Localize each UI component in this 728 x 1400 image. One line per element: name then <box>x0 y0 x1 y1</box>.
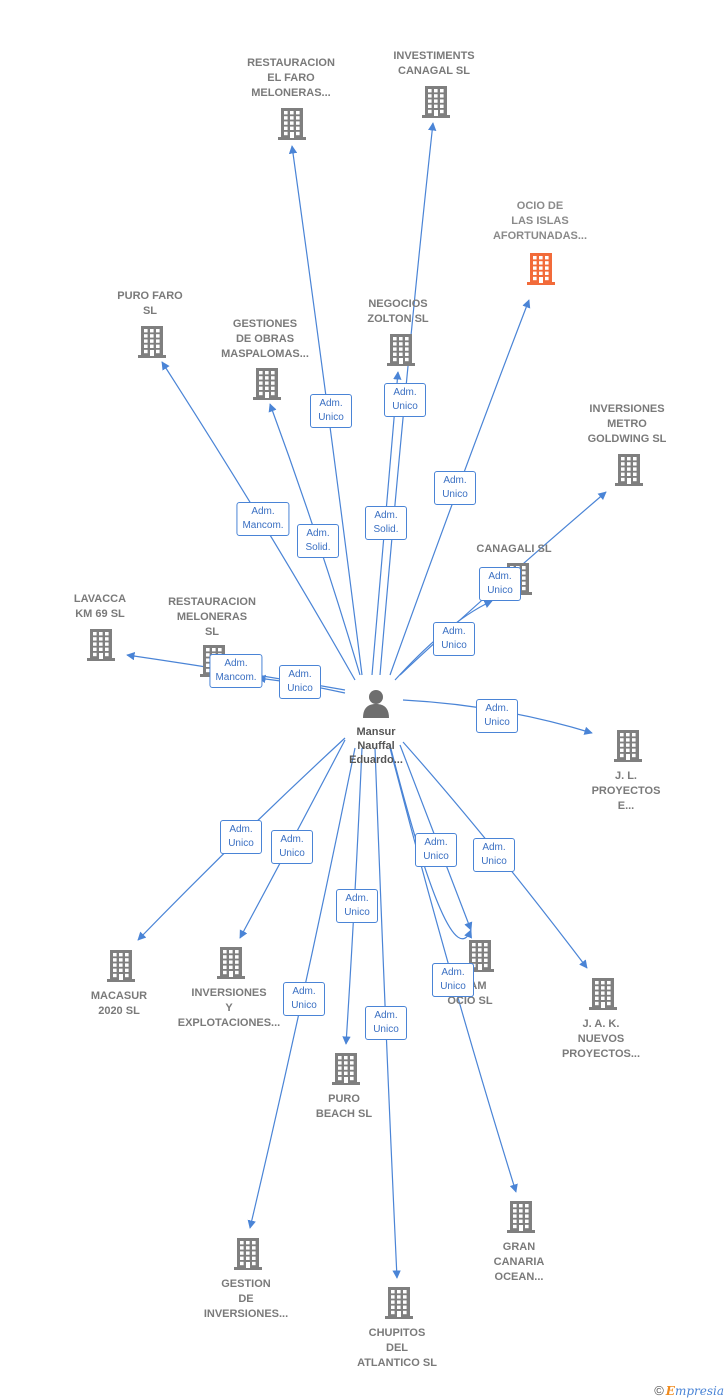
relation-label[interactable]: Adm. Unico <box>310 394 352 428</box>
relation-label[interactable]: Adm. Mancom. <box>236 502 290 536</box>
person-icon <box>363 690 389 718</box>
company-node-gestiones-obras[interactable]: GESTIONES DE OBRAS MASPALOMAS... <box>195 317 335 362</box>
relation-label[interactable]: Adm. Unico <box>415 833 457 867</box>
relation-label[interactable]: Adm. Solid. <box>365 506 407 540</box>
relation-label[interactable]: Adm. Unico <box>336 889 378 923</box>
company-label: INVERSIONES Y EXPLOTACIONES... <box>177 987 281 1029</box>
company-label: CANAGALI SL <box>476 543 552 555</box>
company-label: PURO BEACH SL <box>315 1093 373 1120</box>
company-label: MACASUR 2020 SL <box>90 990 148 1017</box>
company-node-inversiones-metro[interactable]: INVERSIONES METRO GOLDWING SL <box>557 402 697 447</box>
company-label: GRAN CANARIA OCEAN... <box>493 1241 545 1283</box>
building-icon[interactable] <box>385 332 417 371</box>
company-node-puro-faro[interactable]: PURO FARO SL <box>80 289 220 319</box>
building-icon[interactable] <box>464 938 496 977</box>
building-icon[interactable] <box>232 1236 264 1275</box>
building-icon[interactable] <box>612 728 644 767</box>
relation-label[interactable]: Adm. Unico <box>283 982 325 1016</box>
company-node-lavacca[interactable]: LAVACCA KM 69 SL <box>30 592 170 622</box>
company-node-restauracion-el-faro[interactable]: RESTAURACION EL FARO MELONERAS... <box>221 56 361 101</box>
relation-edge-kham-ocio <box>389 744 472 940</box>
company-label: J. L. PROYECTOS E... <box>591 770 661 812</box>
company-label: NEGOCIOS ZOLTON SL <box>367 298 429 325</box>
building-icon[interactable] <box>505 1199 537 1238</box>
company-label: RESTAURACION EL FARO MELONERAS... <box>247 57 335 99</box>
brand-initial: E <box>665 1384 675 1398</box>
company-node-ocio-islas[interactable]: OCIO DE LAS ISLAS AFORTUNADAS... <box>470 199 610 244</box>
relation-label[interactable]: Adm. Unico <box>476 699 518 733</box>
company-node-gestion-inversiones[interactable]: GESTION DE INVERSIONES... <box>176 1277 316 1322</box>
relation-label[interactable]: Adm. Unico <box>473 838 515 872</box>
company-node-jak-nuevos[interactable]: J. A. K. NUEVOS PROYECTOS... <box>531 1017 671 1062</box>
company-label: GESTION DE INVERSIONES... <box>203 1278 289 1320</box>
company-label: OCIO DE LAS ISLAS AFORTUNADAS... <box>492 200 588 242</box>
person-name: Mansur Nauffal Eduardo... <box>349 726 403 766</box>
relation-label[interactable]: Adm. Unico <box>434 471 476 505</box>
building-icon[interactable] <box>136 324 168 363</box>
copyright-symbol: © <box>654 1383 664 1398</box>
relation-label[interactable]: Adm. Unico <box>479 567 521 601</box>
company-node-puro-beach[interactable]: PURO BEACH SL <box>274 1092 414 1122</box>
building-icon[interactable] <box>383 1285 415 1324</box>
relation-label[interactable]: Adm. Unico <box>220 820 262 854</box>
company-node-gran-canaria-ocean[interactable]: GRAN CANARIA OCEAN... <box>449 1240 589 1285</box>
relation-label[interactable]: Adm. Mancom. <box>209 654 263 688</box>
company-label: RESTAURACION MELONERAS SL <box>168 596 256 638</box>
brand-footer: ©Empresia <box>654 1383 724 1398</box>
relation-label[interactable]: Adm. Unico <box>433 622 475 656</box>
company-node-negocios-zolton[interactable]: NEGOCIOS ZOLTON SL <box>328 297 468 327</box>
relation-label[interactable]: Adm. Unico <box>432 963 474 997</box>
company-node-canagali[interactable]: CANAGALI SL <box>444 542 584 557</box>
company-label: CHUPITOS DEL ATLANTICO SL <box>357 1327 437 1369</box>
company-node-chupitos-atlantico[interactable]: CHUPITOS DEL ATLANTICO SL <box>327 1326 467 1371</box>
relation-label[interactable]: Adm. Solid. <box>297 524 339 558</box>
building-icon[interactable] <box>85 627 117 666</box>
company-node-investiments-canagal[interactable]: INVESTIMENTS CANAGAL SL <box>364 49 504 79</box>
building-icon[interactable] <box>587 976 619 1015</box>
company-node-inversiones-explotaciones[interactable]: INVERSIONES Y EXPLOTACIONES... <box>159 986 299 1031</box>
person-node[interactable]: Mansur Nauffal Eduardo... <box>330 688 422 767</box>
brand-name: mpresia <box>674 1384 724 1398</box>
building-icon[interactable] <box>420 84 452 123</box>
company-label: LAVACCA KM 69 SL <box>73 593 127 620</box>
company-node-macasur[interactable]: MACASUR 2020 SL <box>49 989 189 1019</box>
relation-label[interactable]: Adm. Unico <box>365 1006 407 1040</box>
building-icon[interactable] <box>276 106 308 145</box>
company-node-restauracion-meloneras[interactable]: RESTAURACION MELONERAS SL <box>142 595 282 640</box>
relation-label[interactable]: Adm. Unico <box>279 665 321 699</box>
company-label: INVERSIONES METRO GOLDWING SL <box>587 403 667 445</box>
company-label: PURO FARO SL <box>117 290 183 317</box>
building-icon[interactable] <box>215 945 247 984</box>
relation-label[interactable]: Adm. Unico <box>384 383 426 417</box>
relation-label[interactable]: Adm. Unico <box>271 830 313 864</box>
company-label: INVESTIMENTS CANAGAL SL <box>393 50 475 77</box>
company-label: J. A. K. NUEVOS PROYECTOS... <box>561 1018 641 1060</box>
building-icon[interactable] <box>105 948 137 987</box>
building-icon[interactable] <box>251 366 283 405</box>
building-icon[interactable] <box>330 1051 362 1090</box>
building-icon[interactable] <box>613 452 645 491</box>
highlighted-building-icon[interactable] <box>525 251 557 290</box>
company-label: GESTIONES DE OBRAS MASPALOMAS... <box>221 318 309 360</box>
company-node-jl-proyectos[interactable]: J. L. PROYECTOS E... <box>556 769 696 814</box>
